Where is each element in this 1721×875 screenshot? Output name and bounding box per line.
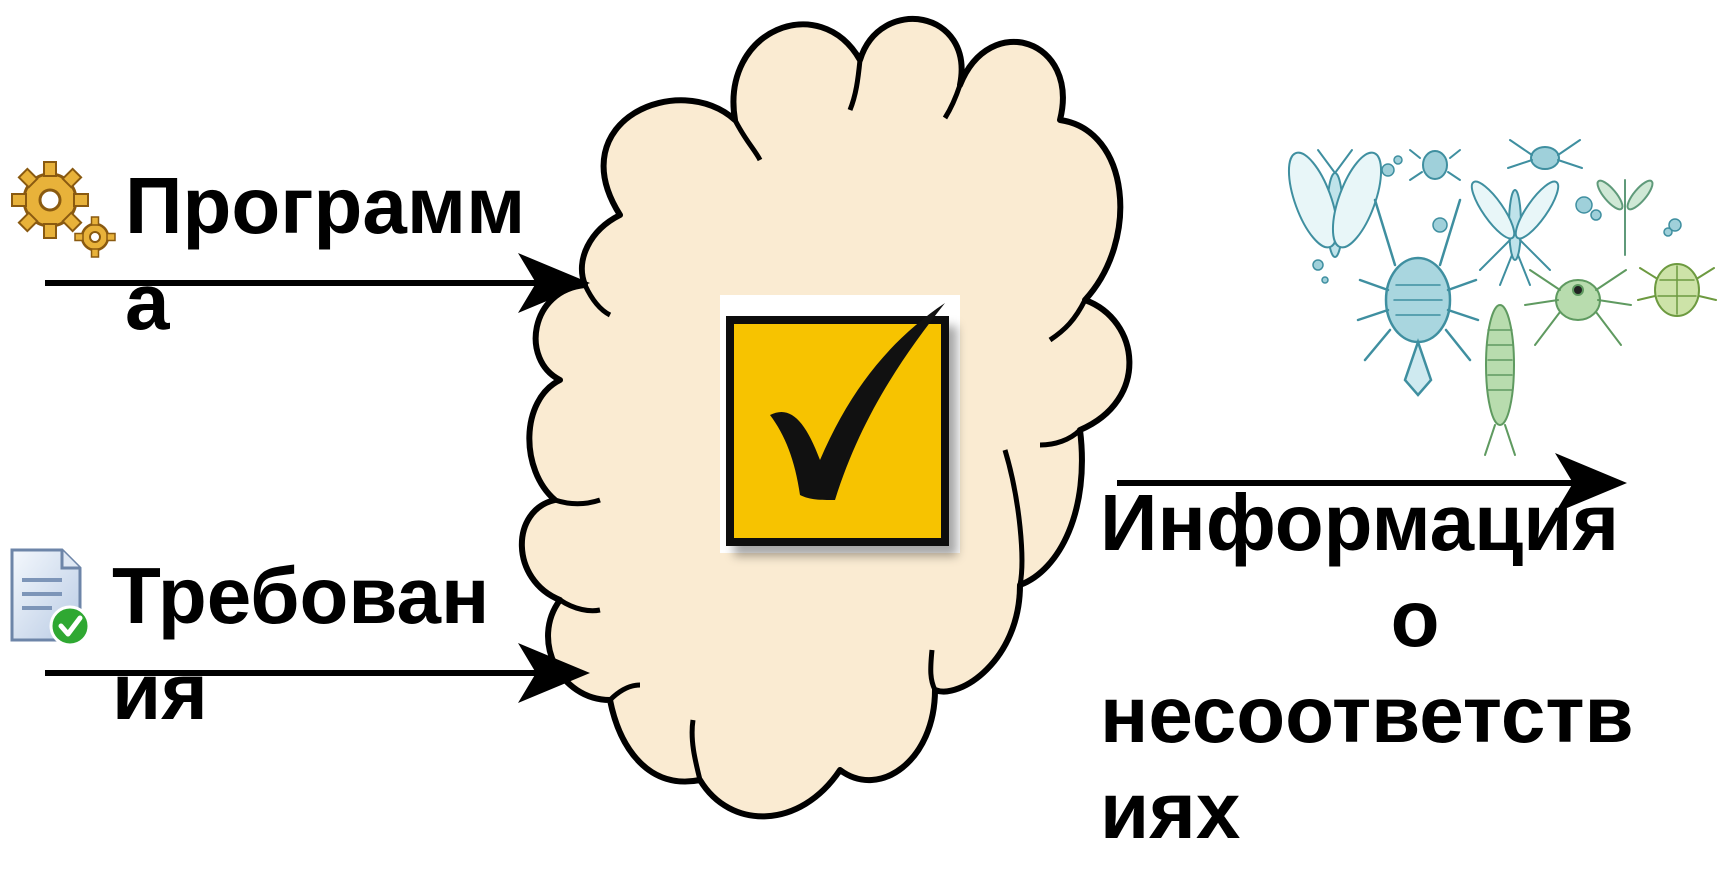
- requirements-label-line-1: Требован: [112, 551, 490, 640]
- requirements-label-line-2: ия: [112, 647, 208, 736]
- gears-icon: [11, 161, 116, 258]
- bugs-illustration: [1287, 139, 1717, 456]
- program-label-line-1: Программ: [125, 161, 526, 250]
- requirements-label: Требован ия: [112, 548, 489, 740]
- document-check-icon: [10, 548, 91, 647]
- output-label-line-1: Информация: [1100, 478, 1620, 567]
- output-label-line-4: иях: [1100, 766, 1241, 855]
- output-label: Информация о несоответств иях: [1100, 475, 1690, 859]
- checkmark-box-icon: [720, 295, 960, 553]
- program-label: Программ а: [125, 158, 525, 350]
- program-label-line-2: а: [125, 257, 170, 346]
- output-label-line-3: несоответств: [1100, 670, 1634, 759]
- output-label-line-2: о: [1390, 574, 1440, 663]
